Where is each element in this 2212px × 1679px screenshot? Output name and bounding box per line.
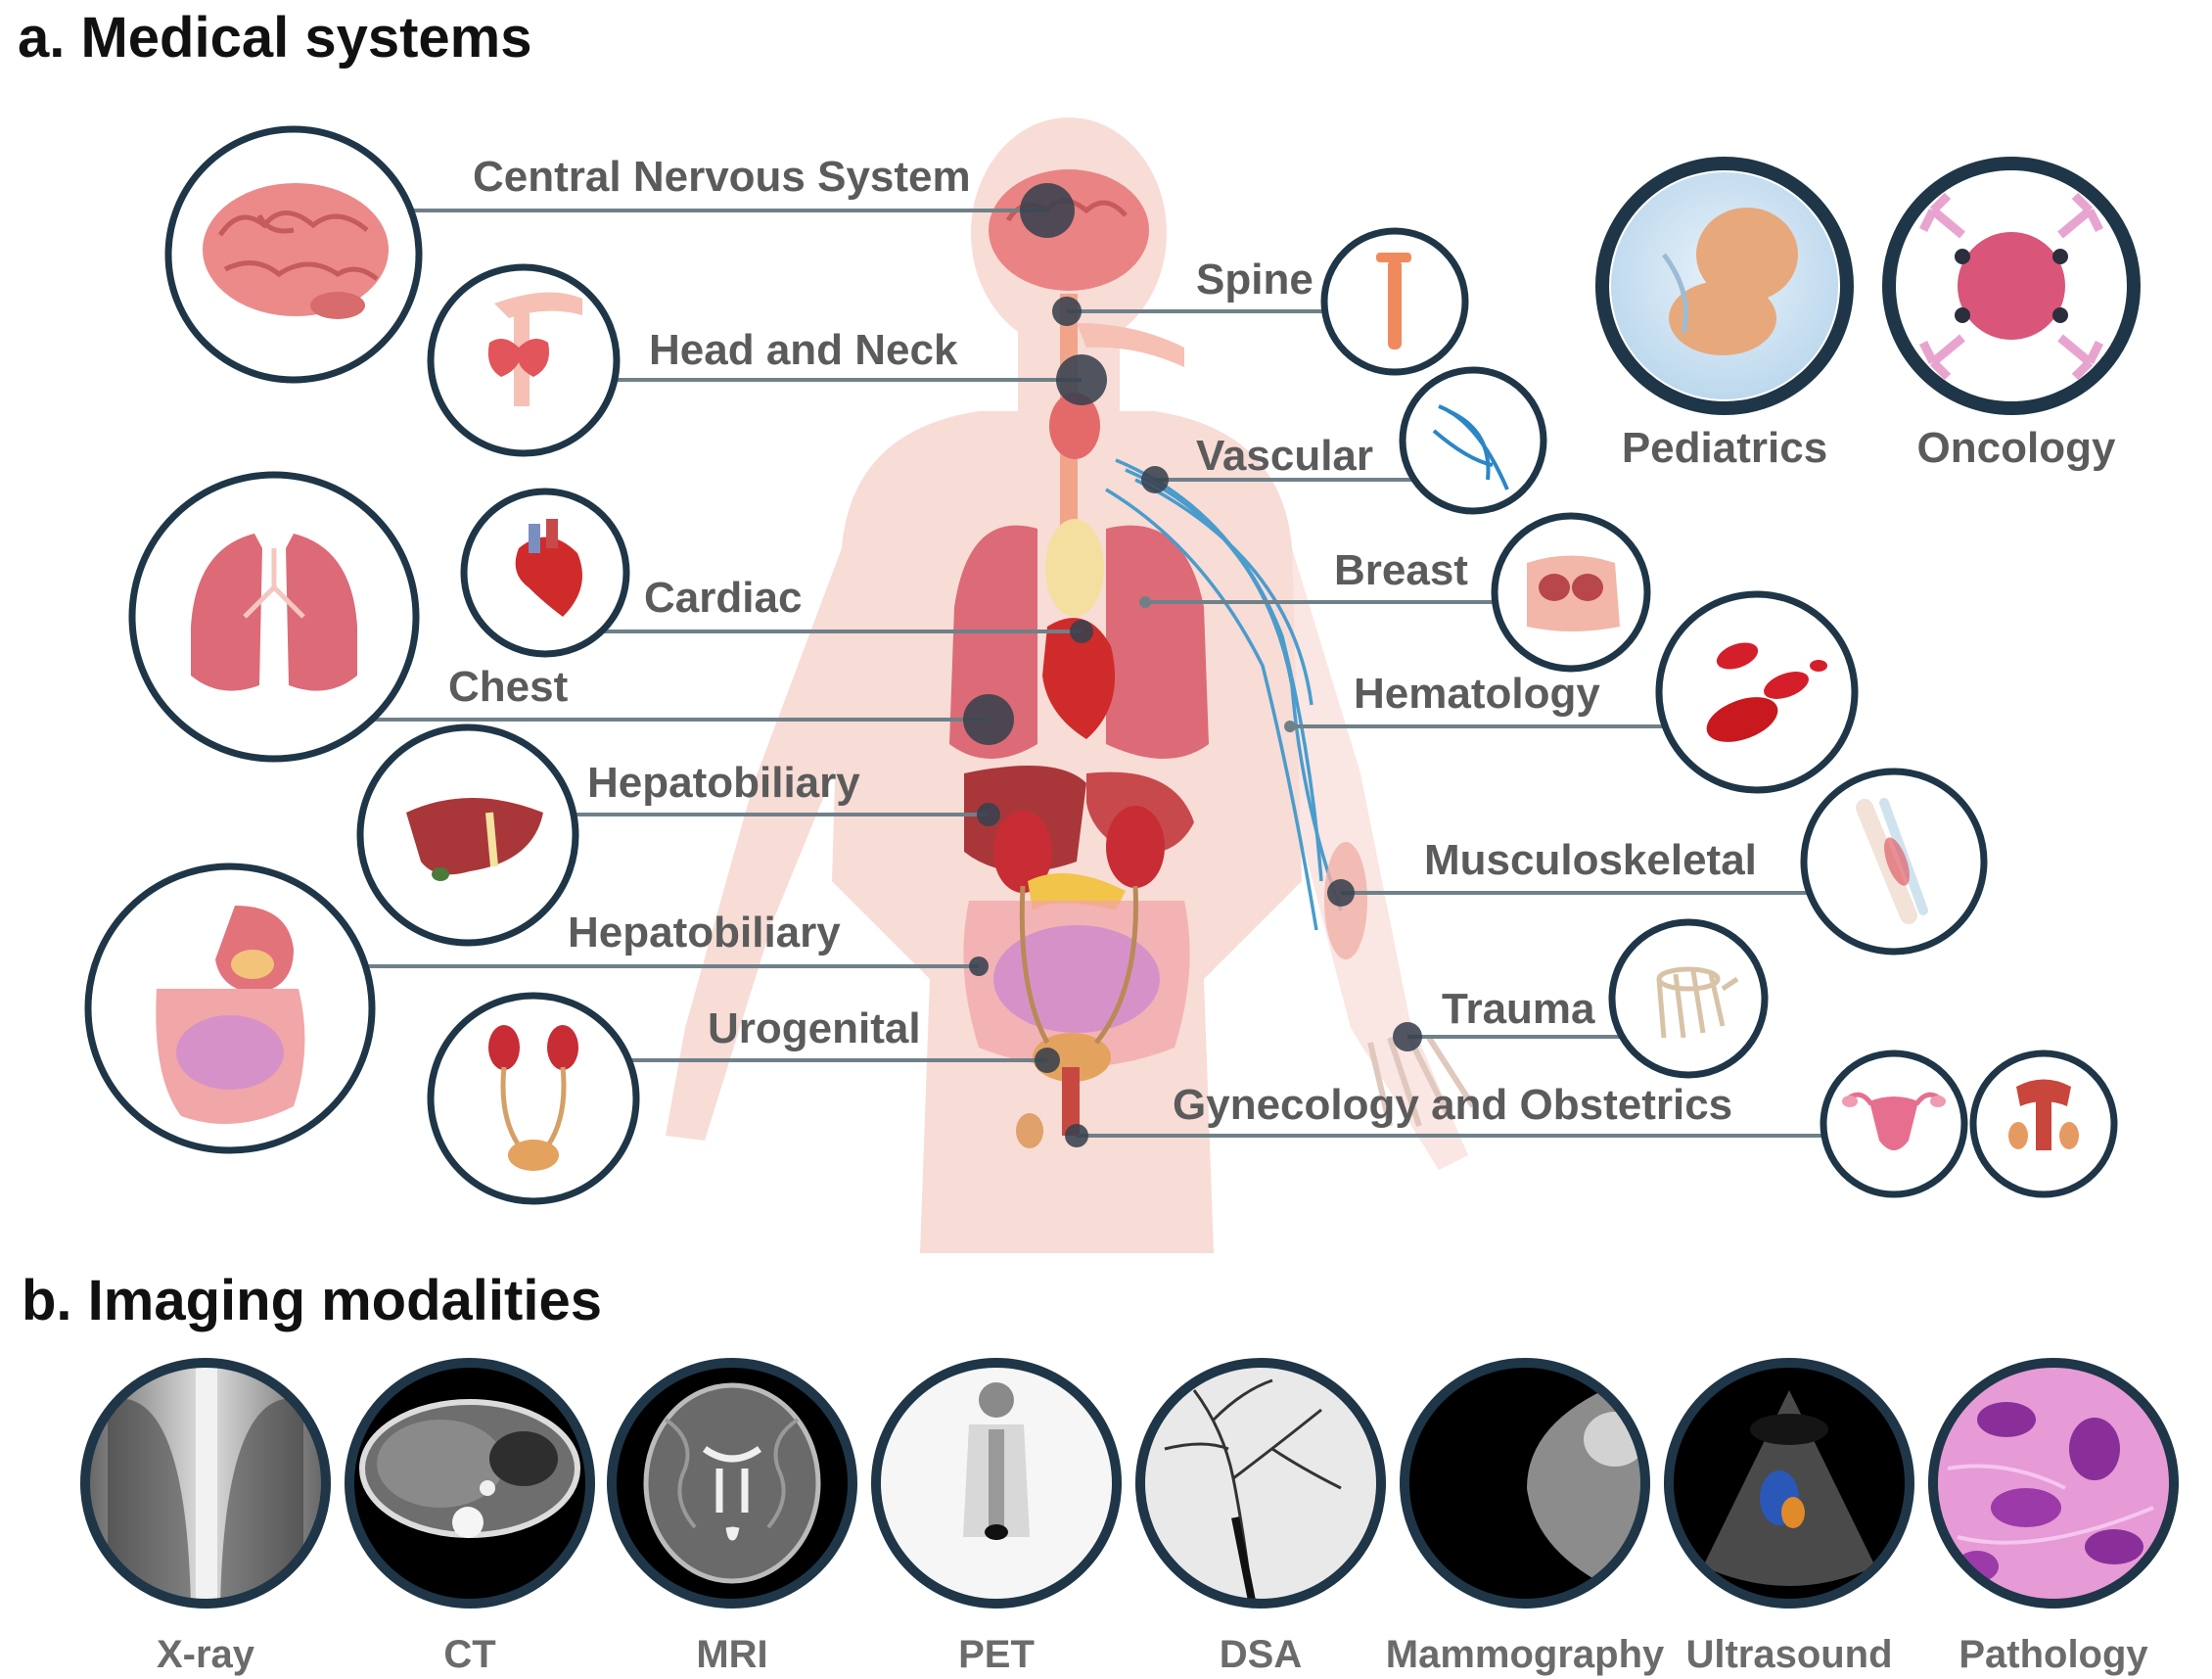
modality-pathology: Pathology — [1928, 1358, 2179, 1676]
leader-lines — [328, 209, 1835, 1138]
icon-cardiac — [460, 488, 630, 658]
modality-dsa: DSA — [1135, 1358, 1386, 1676]
modality-mri: MRI — [607, 1358, 857, 1676]
icon-breast — [1491, 512, 1651, 673]
hand-bones-icon — [1656, 966, 1739, 1039]
thyroid-icon — [487, 292, 582, 406]
male-reproductive-icon — [2008, 1079, 2079, 1150]
body-thyroid — [1049, 393, 1100, 459]
label-pet: PET — [958, 1633, 1035, 1676]
label-xray: X-ray — [157, 1633, 255, 1676]
icon-pediatrics — [1595, 157, 1854, 415]
label-mri: MRI — [696, 1633, 767, 1676]
label-chest: Chest — [448, 663, 569, 711]
icon-vascular — [1399, 366, 1547, 515]
label-spine: Spine — [1196, 256, 1313, 303]
section-a-title: a. Medical systems — [18, 6, 532, 70]
label-mammography: Mammography — [1386, 1633, 1665, 1676]
body-vessels — [1105, 458, 1343, 931]
body-trachea — [1045, 519, 1104, 617]
modality-xray: X-ray — [80, 1358, 331, 1676]
red-blood-cells-icon — [1706, 642, 1827, 742]
label-cardiac: Cardiac — [644, 574, 802, 622]
uterus-icon — [1842, 1092, 1946, 1150]
brain-icon — [203, 183, 389, 319]
label-ct: CT — [443, 1633, 495, 1676]
icon-hepatobiliary-gi — [84, 863, 376, 1154]
icon-urogenital — [427, 992, 640, 1205]
body-reproductive — [1062, 1067, 1080, 1136]
liver-icon — [406, 798, 543, 881]
label-breast: Breast — [1334, 546, 1468, 594]
body-heart — [1042, 618, 1116, 739]
body-throat — [1077, 323, 1184, 367]
label-pediatrics: Pediatrics — [1622, 424, 1827, 472]
icon-chest — [128, 471, 420, 763]
label-vascular: Vascular — [1196, 432, 1373, 480]
tumor-cell-icon — [1918, 192, 2104, 381]
icon-hematology — [1655, 590, 1859, 794]
section-b-title: b. Imaging modalities — [22, 1269, 602, 1332]
label-dsa: DSA — [1220, 1633, 1302, 1676]
body-ureter — [1019, 885, 1138, 1045]
body-left-lung — [949, 525, 1037, 759]
breast-icon — [1527, 555, 1620, 631]
label-cns: Central Nervous System — [473, 153, 971, 201]
icon-hepatobiliary-liver — [356, 723, 579, 947]
label-head-neck: Head and Neck — [649, 326, 958, 374]
label-hepatobiliary-2: Hepatobiliary — [568, 909, 841, 956]
kidneys-icon — [488, 1025, 578, 1171]
spine-icon — [1376, 253, 1411, 350]
body-hand-bones — [1367, 1036, 1476, 1127]
blood-vessel-icon — [1432, 404, 1509, 490]
forearm-bones-icon — [1856, 798, 1928, 924]
icon-cns — [164, 125, 423, 384]
icon-oncology — [1882, 157, 2141, 415]
icon-spine — [1320, 227, 1469, 376]
heart-icon — [515, 519, 582, 617]
modality-ultrasound: Ultrasound — [1664, 1358, 1914, 1676]
modality-ct: CT — [345, 1358, 595, 1676]
lungs-icon — [191, 534, 357, 691]
icon-trauma — [1608, 918, 1769, 1079]
label-ultrasound: Ultrasound — [1685, 1633, 1892, 1676]
system-labels: Central Nervous System Head and Neck Car… — [448, 153, 2116, 1129]
body-right-lung — [1106, 525, 1209, 759]
label-pathology: Pathology — [1959, 1633, 2148, 1676]
label-hepatobiliary-1: Hepatobiliary — [587, 759, 860, 807]
icon-obstetrics-male — [1969, 1049, 2118, 1198]
label-urogenital: Urogenital — [708, 1004, 921, 1052]
digestive-tract-icon — [156, 906, 305, 1124]
modality-mammography: Mammography — [1386, 1358, 1665, 1676]
body-right-kidney — [1106, 806, 1165, 888]
body-left-kidney — [993, 811, 1052, 893]
modality-pet: PET — [871, 1358, 1122, 1676]
icon-head-neck — [427, 263, 621, 457]
label-oncology: Oncology — [1917, 424, 2116, 472]
label-hematology: Hematology — [1354, 670, 1600, 718]
fetus-icon — [1661, 208, 1798, 355]
label-trauma: Trauma — [1442, 985, 1595, 1033]
label-musculoskeletal: Musculoskeletal — [1424, 836, 1757, 884]
body-brain — [989, 169, 1149, 291]
icon-musculoskeletal — [1800, 768, 1988, 956]
label-gyn-obs: Gynecology and Obstetrics — [1173, 1081, 1732, 1129]
icon-gynecology — [1820, 1049, 1968, 1198]
